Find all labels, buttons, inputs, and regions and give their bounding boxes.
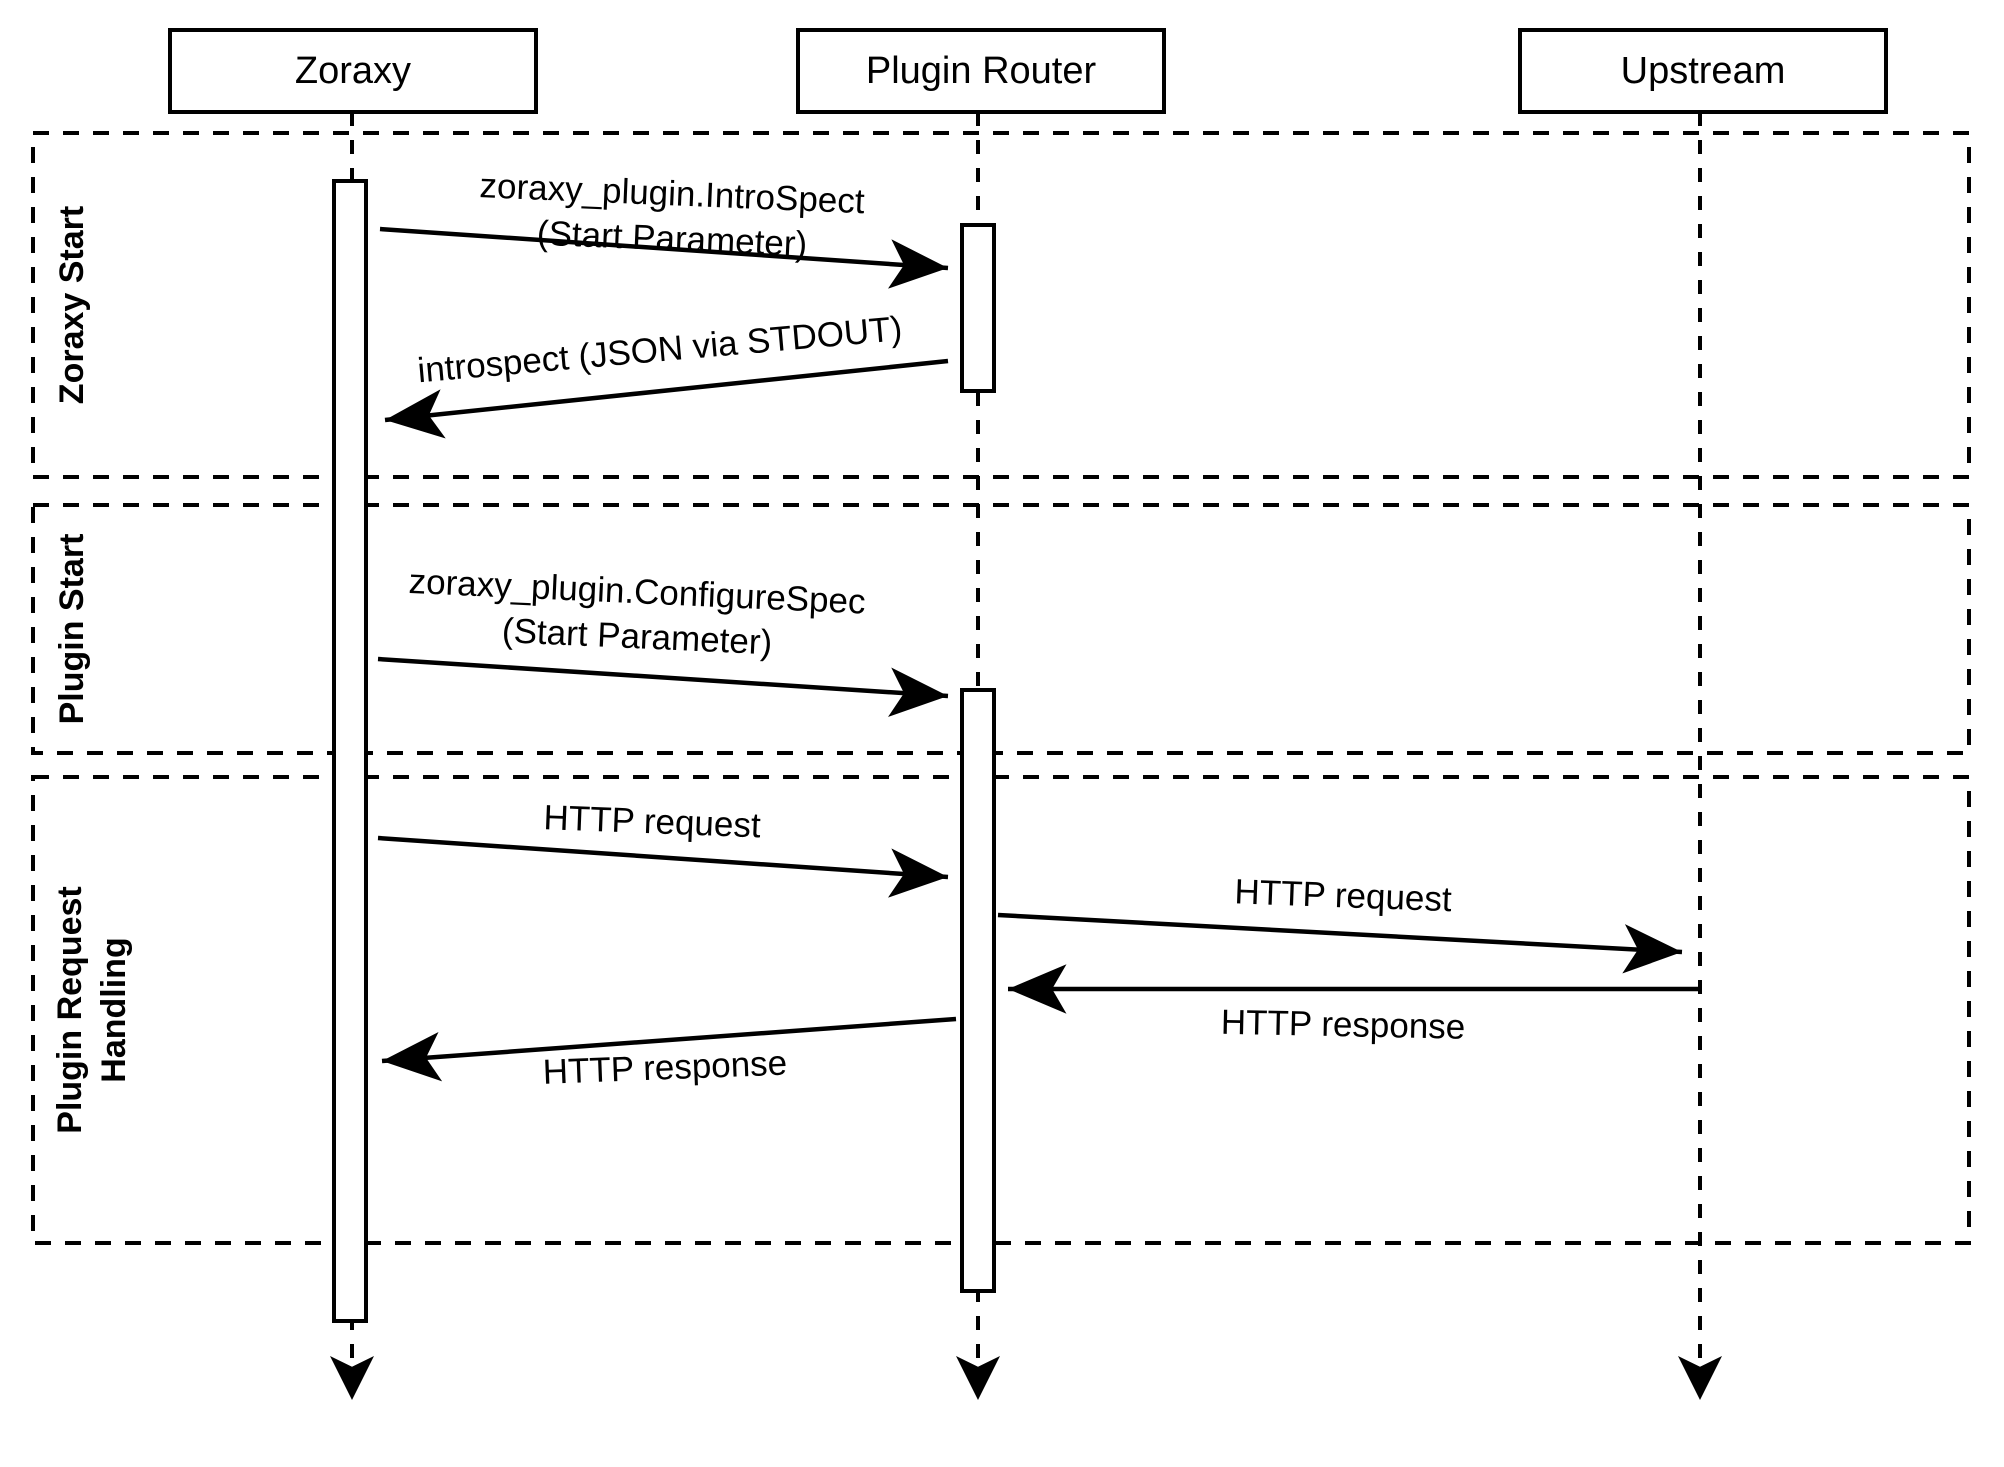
message-m1: zoraxy_plugin.IntroSpect (Start Paramete…	[379, 166, 949, 289]
message-arrow-http-request-upstream	[997, 912, 1683, 974]
message-label-http-request-plugin: HTTP request	[543, 798, 762, 845]
message-arrow-introspect-return	[384, 358, 949, 439]
message-label-configurespec-call-line2: (Start Parameter)	[501, 611, 773, 662]
lifelines	[330, 112, 1722, 1400]
group-frame-plugin-start	[31, 503, 1971, 755]
message-arrow-http-request-plugin	[377, 835, 949, 898]
participant-label-upstream: Upstream	[1621, 50, 1786, 92]
group-label-zoraxy-start: Zoraxy Start	[53, 206, 91, 404]
participant-box-zoraxy[interactable]	[168, 28, 538, 114]
message-m6: HTTP response	[1008, 964, 1700, 1047]
group-label-plugin-start: Plugin Start	[53, 534, 91, 725]
message-m3: zoraxy_plugin.ConfigureSpec (Start Param…	[377, 562, 949, 717]
message-label-http-response-upstream: HTTP response	[1220, 1003, 1465, 1047]
message-label-http-response-zoraxy: HTTP response	[542, 1044, 788, 1092]
group-labels: Zoraxy Start Plugin Start Plugin Request…	[51, 206, 133, 1134]
activation-bars	[332, 179, 996, 1323]
message-m5: HTTP request	[997, 872, 1683, 974]
message-arrow-introspect-call	[379, 226, 949, 289]
message-m4: HTTP request	[377, 798, 949, 898]
group-label-plugin-request-handling-line1: Plugin Request	[51, 886, 89, 1133]
message-label-http-request-upstream: HTTP request	[1234, 872, 1453, 919]
participant-boxes: Zoraxy Plugin Router Upstream	[168, 28, 1888, 114]
group-frame-zoraxy-start	[31, 131, 1971, 479]
group-frames	[31, 131, 1971, 1245]
participant-box-upstream[interactable]	[1518, 28, 1888, 114]
activation-bar-plugin-router-serving	[960, 688, 996, 1293]
message-label-introspect-call-line1: zoraxy_plugin.IntroSpect	[479, 166, 866, 221]
message-label-configurespec-call-line1: zoraxy_plugin.ConfigureSpec	[408, 562, 867, 622]
message-label-introspect-call-line2: (Start Parameter)	[536, 214, 808, 264]
group-frame-plugin-request-handling	[31, 775, 1971, 1245]
participant-label-plugin-router: Plugin Router	[866, 50, 1097, 92]
participant-box-plugin-router[interactable]	[796, 28, 1166, 114]
message-label-introspect-return: introspect (JSON via STDOUT)	[416, 309, 904, 390]
group-label-plugin-request-handling-line2: Handling	[95, 937, 133, 1082]
message-m2: introspect (JSON via STDOUT)	[384, 309, 949, 439]
message-m7: HTTP response	[381, 1016, 957, 1092]
message-arrow-http-response-zoraxy	[381, 1016, 957, 1082]
message-arrow-configurespec-call	[377, 656, 949, 717]
participant-label-zoraxy: Zoraxy	[295, 50, 411, 92]
activation-bar-zoraxy	[332, 179, 368, 1323]
activation-bar-plugin-router-introspect	[960, 223, 996, 393]
